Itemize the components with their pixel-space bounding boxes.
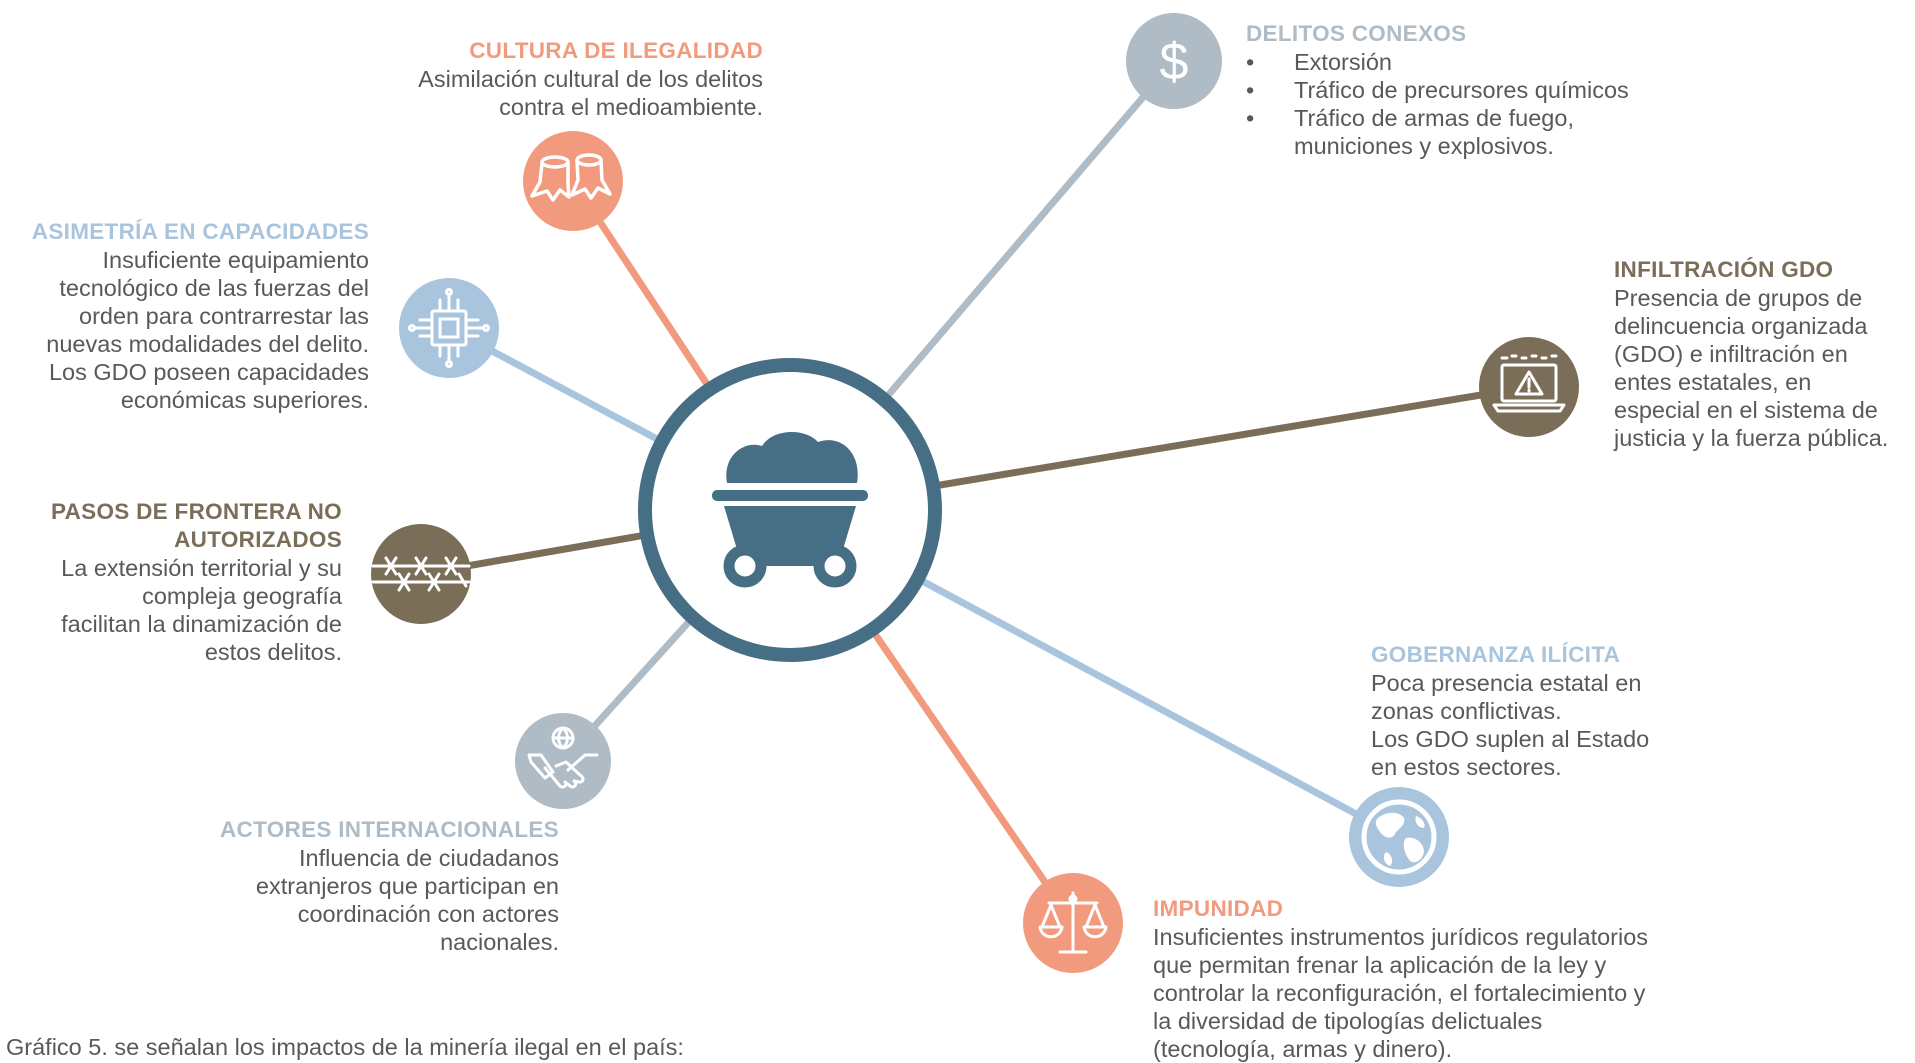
delitos-bullet-list: Extorsión Tráfico de precursores químico… — [1246, 48, 1629, 160]
desc-pasos: La extensión territorial y su compleja g… — [61, 555, 342, 665]
microchip-icon — [408, 288, 490, 368]
node-gobernanza — [1349, 787, 1449, 887]
desc-cultura: Asimilación cultural de los delitos cont… — [418, 66, 763, 120]
node-infiltracion — [1479, 337, 1579, 437]
delitos-bullet: Extorsión — [1246, 48, 1629, 76]
node-pasos — [371, 524, 471, 624]
desc-gobernanza: Poca presencia estatal en zonas conflict… — [1371, 670, 1650, 780]
node-actores — [515, 713, 611, 809]
bullet-text: Tráfico de armas de fuego, municiones y … — [1294, 105, 1574, 159]
desc-asimetria: Insuficiente equipamiento tecnológico de… — [46, 247, 369, 413]
desc-impunidad: Insuficientes instrumentos jurídicos reg… — [1153, 924, 1649, 1062]
figure-caption: Gráfico 5. se señalan los impactos de la… — [6, 1034, 684, 1060]
node-delitos: $ — [1126, 13, 1222, 109]
delitos-bullet: Tráfico de precursores químicos — [1246, 76, 1629, 104]
barbed-wire-icon — [371, 556, 471, 592]
title-impunidad: IMPUNIDAD — [1153, 896, 1284, 921]
title-cultura: CULTURA DE ILEGALIDAD — [469, 38, 763, 63]
globe-icon — [1361, 799, 1437, 875]
node-cultura — [523, 131, 623, 231]
desc-actores: Influencia de ciudadanos extranjeros que… — [255, 845, 559, 955]
laptop-warning-icon — [1492, 354, 1566, 413]
title-delitos: DELITOS CONEXOS — [1246, 21, 1467, 46]
title-actores: ACTORES INTERNACIONALES — [219, 817, 559, 842]
title-infiltracion: INFILTRACIÓN GDO — [1614, 257, 1834, 282]
dollar-icon: $ — [1160, 33, 1189, 91]
text-delitos: DELITOS CONEXOS Extorsión Tráfico de pre… — [1246, 20, 1629, 160]
title-asimetria: ASIMETRÍA EN CAPACIDADES — [31, 219, 369, 244]
text-infiltracion: INFILTRACIÓN GDO Presencia de grupos de … — [1614, 256, 1888, 452]
central-hub — [638, 358, 942, 662]
svg-text:$: $ — [1160, 33, 1189, 91]
handshake-globe-icon — [527, 726, 599, 789]
text-gobernanza: GOBERNANZA ILÍCITA Poca presencia estata… — [1371, 641, 1649, 781]
bullet-text: Tráfico de precursores químicos — [1294, 77, 1629, 103]
title-pasos: PASOS DE FRONTERA NO AUTORIZADOS — [50, 499, 342, 552]
text-cultura: CULTURA DE ILEGALIDAD Asimilación cultur… — [418, 37, 763, 121]
text-impunidad: IMPUNIDAD Insuficientes instrumentos jur… — [1153, 895, 1648, 1063]
title-gobernanza: GOBERNANZA ILÍCITA — [1371, 642, 1621, 667]
text-asimetria: ASIMETRÍA EN CAPACIDADES Insuficiente eq… — [32, 218, 369, 414]
bullet-text: Extorsión — [1294, 49, 1392, 75]
node-impunidad — [1023, 873, 1123, 973]
tree-stump-icon — [530, 153, 612, 202]
scales-icon — [1038, 891, 1108, 954]
node-asimetria — [399, 278, 499, 378]
text-pasos: PASOS DE FRONTERA NO AUTORIZADOS La exte… — [51, 498, 342, 666]
delitos-bullet: Tráfico de armas de fuego, municiones y … — [1246, 104, 1629, 160]
mining-cart-icon — [712, 431, 868, 588]
text-actores: ACTORES INTERNACIONALES Influencia de ci… — [220, 816, 559, 956]
desc-infiltracion: Presencia de grupos de delincuencia orga… — [1614, 285, 1889, 451]
